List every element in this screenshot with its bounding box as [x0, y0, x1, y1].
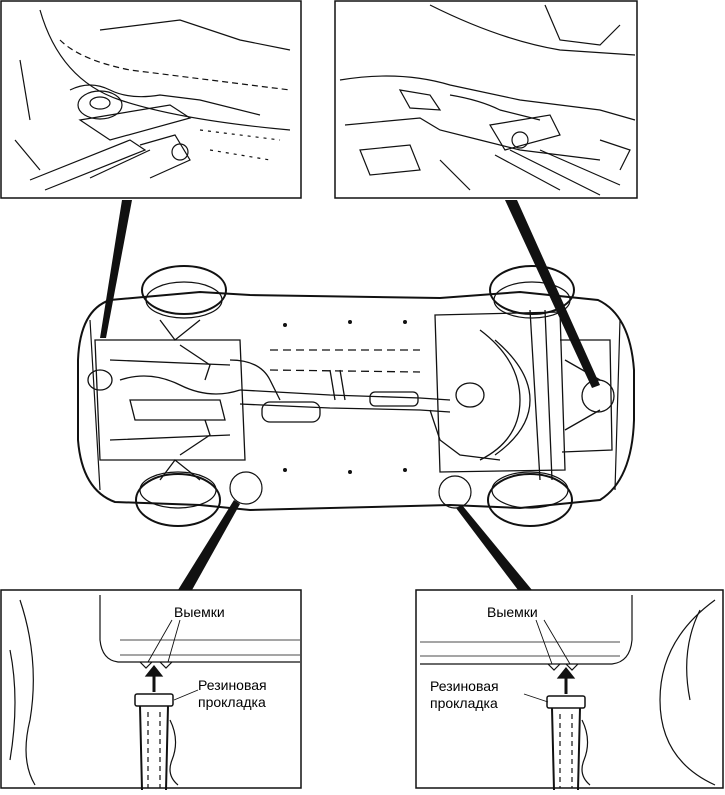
label-rubber-pad-left-line1: Резиновая: [198, 677, 267, 693]
wheel-rear-left: [135, 471, 221, 527]
leader-lines: [100, 200, 600, 590]
car-underbody: [77, 265, 635, 527]
panel-bottom-right: [415, 589, 724, 791]
wheel-front-left: [141, 265, 227, 319]
jack-point-left-circle: [229, 471, 263, 505]
label-rubber-pad-right-line2: прокладка: [430, 695, 498, 711]
leader-top-left: [100, 200, 132, 338]
wheel-front-right: [489, 265, 575, 319]
leader-top-right: [505, 200, 600, 388]
rear-axle: [434, 309, 615, 481]
exhaust-line: [239, 349, 501, 461]
leader-bottom-right: [456, 505, 532, 590]
label-rubber-pad-left-line2: прокладка: [198, 694, 266, 710]
panel-top-right: [334, 0, 638, 199]
label-rubber-pad-right-line1: Резиновая: [430, 678, 499, 694]
front-subframe: [87, 319, 281, 481]
panel-bottom-left: [0, 589, 302, 791]
label-notches-right: Выемки: [487, 604, 538, 620]
wheel-rear-right: [487, 471, 573, 527]
jack-point-right-circle: [438, 475, 472, 509]
label-notches-left: Выемки: [174, 604, 225, 620]
leader-bottom-left: [178, 500, 240, 590]
panel-top-left: [0, 0, 302, 199]
